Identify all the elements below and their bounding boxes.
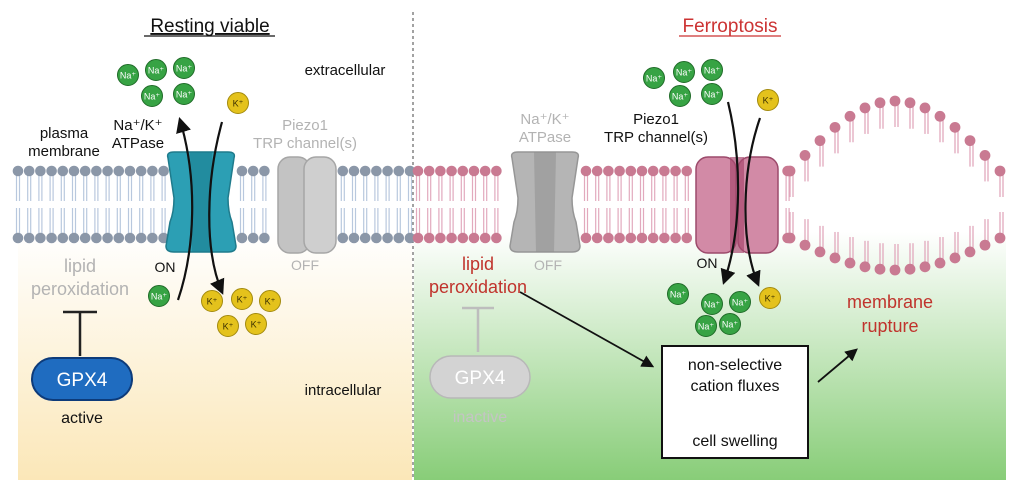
potassium-ion: K⁺ — [757, 89, 779, 111]
potassium-ion: K⁺ — [759, 287, 781, 309]
sodium-ion: Na⁺ — [695, 315, 717, 337]
gpx4-inactive-inhibition — [462, 306, 494, 352]
na-influx-arrow-right — [720, 101, 740, 285]
right-atpase-label-1: Na⁺/K⁺ — [520, 111, 569, 128]
svg-text:K⁺: K⁺ — [763, 96, 774, 106]
right-lipid-label-1: lipid — [462, 254, 494, 274]
svg-text:Na⁺: Na⁺ — [176, 90, 193, 100]
svg-text:Na⁺: Na⁺ — [148, 66, 165, 76]
sodium-ion: Na⁺ — [145, 59, 167, 81]
cation-flux-box — [661, 345, 809, 459]
svg-text:Na⁺: Na⁺ — [698, 322, 715, 332]
na-efflux-arrow-left — [176, 117, 194, 301]
right-lipid-label-2: peroxidation — [429, 277, 527, 297]
right-channel-label-1: Piezo1 — [633, 111, 679, 128]
svg-text:Na⁺: Na⁺ — [144, 92, 161, 102]
right-panel-title: Ferroptosis — [682, 16, 777, 37]
sodium-ion: Na⁺ — [117, 64, 139, 86]
sodium-ion: Na⁺ — [719, 313, 741, 335]
k-influx-arrow-left — [208, 121, 225, 295]
sodium-ion: Na⁺ — [729, 291, 751, 313]
piezo1-trp-channel-open — [695, 156, 779, 254]
gpx4-inactive-state: inactive — [453, 409, 507, 426]
flux-to-rupture-arrow — [817, 348, 858, 383]
svg-text:K⁺: K⁺ — [265, 297, 276, 307]
intracellular-label: intracellular — [305, 382, 382, 399]
sodium-ion: Na⁺ — [173, 57, 195, 79]
gpx4-inhibits-lipid-peroxidation — [63, 310, 97, 356]
sodium-ion: Na⁺ — [667, 283, 689, 305]
right-atpase-state: OFF — [534, 257, 562, 273]
plasma-membrane-left — [12, 165, 416, 244]
svg-text:Na⁺: Na⁺ — [670, 290, 687, 300]
potassium-ion: K⁺ — [201, 290, 223, 312]
potassium-ion: K⁺ — [259, 290, 281, 312]
lipid-to-flux-arrow — [519, 291, 655, 368]
potassium-ion: K⁺ — [217, 315, 239, 337]
sodium-ion: Na⁺ — [148, 285, 170, 307]
svg-text:Na⁺: Na⁺ — [704, 300, 721, 310]
right-channel-state: ON — [697, 255, 718, 271]
sodium-ion: Na⁺ — [701, 83, 723, 105]
left-channel-state: OFF — [291, 257, 319, 273]
svg-text:Na⁺: Na⁺ — [672, 92, 689, 102]
right-channel-label-2: TRP channel(s) — [604, 129, 708, 146]
piezo1-trp-channel-closed — [277, 156, 337, 254]
flux-box-line-1: non-selective — [688, 357, 782, 374]
svg-text:Na⁺: Na⁺ — [151, 292, 168, 302]
svg-text:Na⁺: Na⁺ — [176, 64, 193, 74]
plasma-membrane-label-1: plasma — [40, 125, 89, 142]
potassium-ion: K⁺ — [231, 288, 253, 310]
svg-text:K⁺: K⁺ — [233, 99, 244, 109]
gpx4-active-label: GPX4 — [57, 370, 108, 391]
svg-text:K⁺: K⁺ — [207, 297, 218, 307]
left-lipid-label-2: peroxidation — [31, 279, 129, 299]
left-atpase-state: ON — [155, 259, 176, 275]
extracellular-label: extracellular — [305, 62, 386, 79]
svg-text:Na⁺: Na⁺ — [120, 71, 137, 81]
gpx4-active-state: active — [61, 410, 103, 427]
svg-text:Na⁺: Na⁺ — [722, 320, 739, 330]
left-channel-label-2: TRP channel(s) — [253, 135, 357, 152]
svg-text:Na⁺: Na⁺ — [676, 68, 693, 78]
membrane-rupture-label-1: membrane — [847, 292, 933, 312]
membrane-rupture-label-2: rupture — [861, 316, 918, 336]
flux-box-line-3: cell swelling — [692, 433, 777, 450]
svg-text:Na⁺: Na⁺ — [704, 66, 721, 76]
left-atpase-label-2: ATPase — [112, 135, 164, 152]
ruptured-membrane — [784, 95, 1006, 276]
right-atpase-label-2: ATPase — [519, 129, 571, 146]
potassium-ion: K⁺ — [227, 92, 249, 114]
svg-text:K⁺: K⁺ — [223, 322, 234, 332]
left-panel-title: Resting viable — [150, 16, 269, 37]
svg-text:Na⁺: Na⁺ — [732, 298, 749, 308]
sodium-ion: Na⁺ — [701, 59, 723, 81]
gpx4-inactive-label: GPX4 — [455, 368, 506, 389]
svg-text:Na⁺: Na⁺ — [704, 90, 721, 100]
left-lipid-label-1: lipid — [64, 256, 96, 276]
svg-text:Na⁺: Na⁺ — [646, 74, 663, 84]
flux-box-line-2: cation fluxes — [691, 378, 780, 395]
left-channel-label-1: Piezo1 — [282, 117, 328, 134]
sodium-ion: Na⁺ — [673, 61, 695, 83]
gpx4-active-pill — [31, 357, 133, 401]
sodium-ion: Na⁺ — [643, 67, 665, 89]
sodium-ion: Na⁺ — [669, 85, 691, 107]
svg-text:K⁺: K⁺ — [237, 295, 248, 305]
na-k-atpase-active — [165, 151, 237, 253]
potassium-ion: K⁺ — [245, 313, 267, 335]
gpx4-inactive-pill — [429, 355, 531, 399]
left-atpase-label-1: Na⁺/K⁺ — [113, 117, 162, 134]
plasma-membrane-label-2: membrane — [28, 143, 100, 160]
ions: Na⁺Na⁺Na⁺Na⁺Na⁺K⁺Na⁺K⁺K⁺K⁺K⁺K⁺Na⁺Na⁺Na⁺N… — [117, 57, 781, 337]
sodium-ion: Na⁺ — [701, 293, 723, 315]
na-k-atpase-inactive — [509, 151, 581, 253]
svg-text:K⁺: K⁺ — [251, 320, 262, 330]
svg-text:K⁺: K⁺ — [765, 294, 776, 304]
sodium-ion: Na⁺ — [141, 85, 163, 107]
sodium-ion: Na⁺ — [173, 83, 195, 105]
k-efflux-arrow-right — [744, 117, 762, 287]
